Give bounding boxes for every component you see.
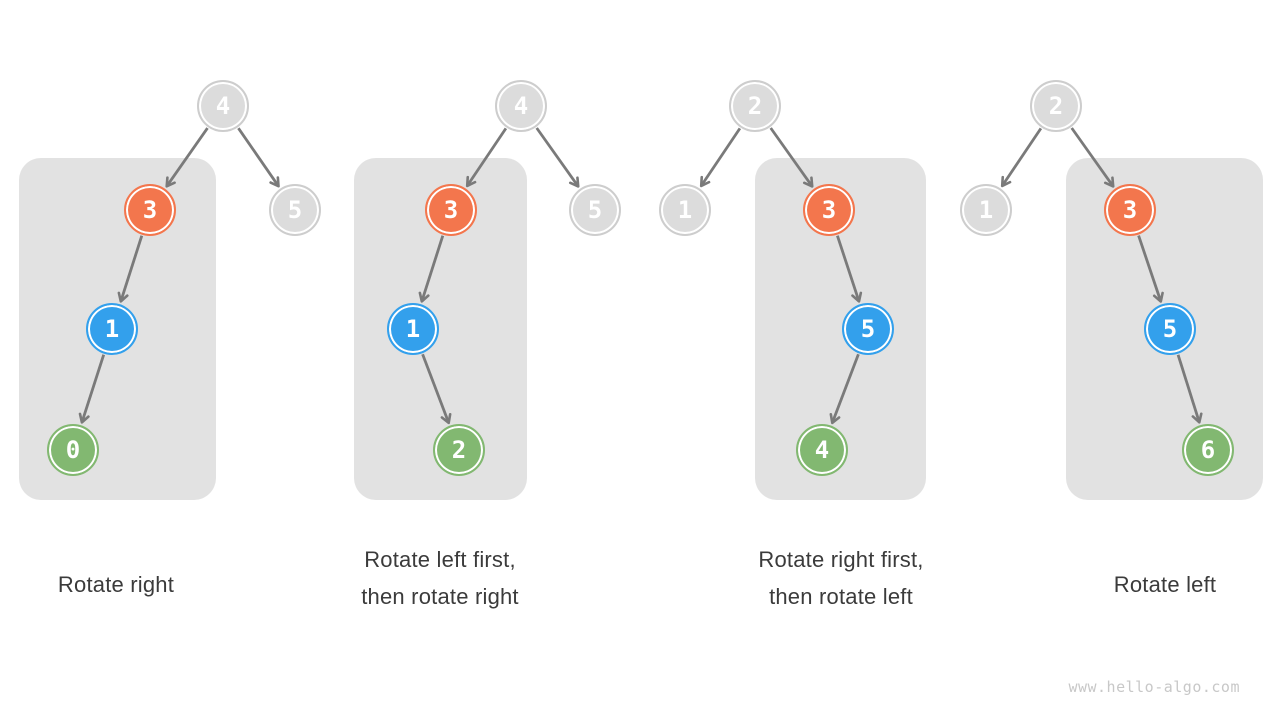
edge-rotate-left-2-1: [1000, 127, 1043, 188]
edge-rotate-left-2-3: [1070, 127, 1115, 188]
edge-rotate-right-then-rotate-left-2-1: [699, 127, 742, 188]
edge-rotate-right-then-rotate-left-2-3: [769, 127, 814, 188]
edge-rotate-left-then-rotate-right-4-5: [535, 127, 580, 188]
edges-group: [78, 127, 1203, 425]
edge-rotate-left-then-rotate-right-4-3: [465, 127, 508, 188]
edge-rotate-left-then-rotate-right-3-1: [418, 235, 445, 303]
edge-rotate-right-then-rotate-left-3-5: [836, 235, 863, 303]
edge-rotate-right-3-1: [117, 235, 144, 303]
watermark: www.hello-algo.com: [1068, 678, 1240, 696]
edge-rotate-left-5-6: [1176, 354, 1203, 424]
edge-rotate-right-4-3: [165, 127, 209, 188]
edge-rotate-right-then-rotate-left-5-4: [829, 353, 860, 425]
edge-rotate-right-4-5: [237, 127, 280, 188]
edge-rotate-right-1-0: [78, 354, 106, 424]
edge-rotate-left-3-5: [1137, 235, 1164, 303]
edge-rotate-left-then-rotate-right-1-2: [421, 353, 452, 425]
